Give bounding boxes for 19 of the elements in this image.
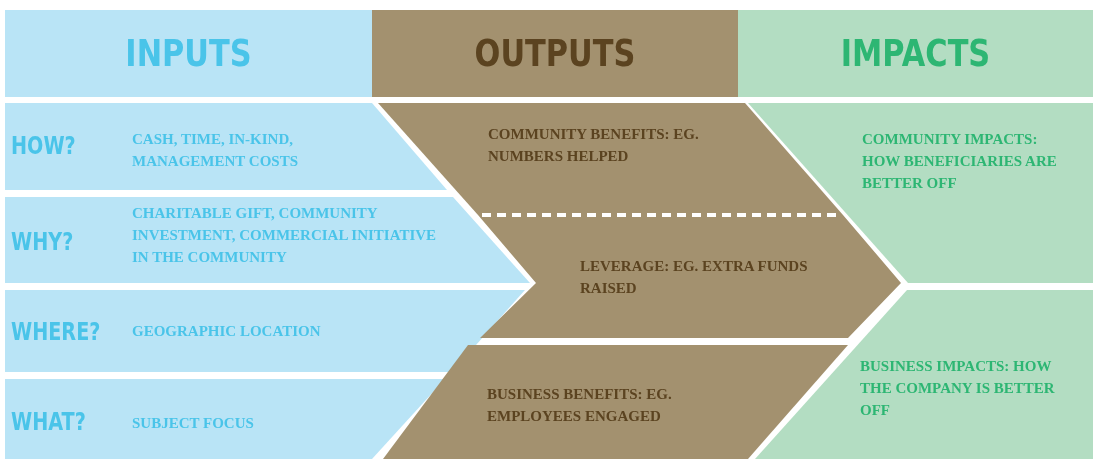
row-heading: WHAT? [11, 407, 86, 438]
description-text: CHARITABLE GIFT, COMMUNITY INVESTMENT, COMMERCIAL INITIATIVE IN THE COMMUNITY [132, 204, 438, 267]
column-heading: IMPACTS [839, 30, 992, 76]
row-heading: WHERE? [11, 317, 101, 348]
description-text: COMMUNITY BENEFITS: EG. NUMBERS HELPED [488, 125, 700, 166]
header-band [372, 10, 738, 97]
column-heading: OUTPUTS [473, 30, 637, 76]
header-band [738, 10, 1093, 97]
column-heading: INPUTS [124, 30, 253, 76]
description-text: SUBJECT FOCUS [132, 414, 255, 433]
description-text: BUSINESS IMPACTS: HOW THE COMPANY IS BETTER OFF [860, 357, 1056, 420]
row-heading: HOW? [11, 131, 76, 162]
description-text: LEVERAGE: EG. EXTRA FUNDS RAISED [580, 257, 809, 298]
description-text: CASH, TIME, IN-KIND, MANAGEMENT COSTS [132, 130, 299, 171]
header-band [5, 10, 372, 97]
row-heading: WHY? [11, 227, 74, 258]
description-text: GEOGRAPHIC LOCATION [132, 322, 322, 341]
description-text: BUSINESS BENEFITS: EG. EMPLOYEES ENGAGED [487, 385, 673, 426]
description-text: COMMUNITY IMPACTS: HOW BENEFICIARIES ARE BETTER OFF [862, 130, 1058, 193]
